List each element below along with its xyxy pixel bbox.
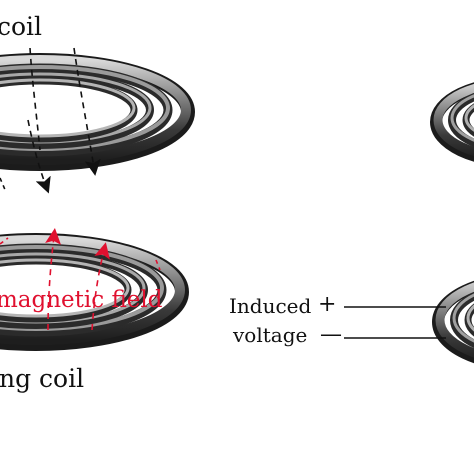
- receiving-coil-label: ng coil: [0, 364, 85, 393]
- induced-label: Induced: [229, 294, 312, 318]
- minus-sign: —: [320, 322, 342, 347]
- receiving-coil-left: [0, 233, 189, 351]
- transmitting-coil: [0, 53, 195, 171]
- receiving-coil-right: [432, 280, 474, 364]
- plus-sign: +: [318, 292, 337, 317]
- field-lines-up: [0, 228, 161, 331]
- magnetic-field-label: magnetic field: [0, 287, 163, 313]
- field-lines-down: [0, 47, 101, 194]
- voltage-label: voltage: [233, 323, 308, 347]
- transmitting-coil-right: [430, 82, 474, 162]
- transmitting-coil-label: coil: [0, 12, 43, 41]
- output-leads: [344, 306, 446, 339]
